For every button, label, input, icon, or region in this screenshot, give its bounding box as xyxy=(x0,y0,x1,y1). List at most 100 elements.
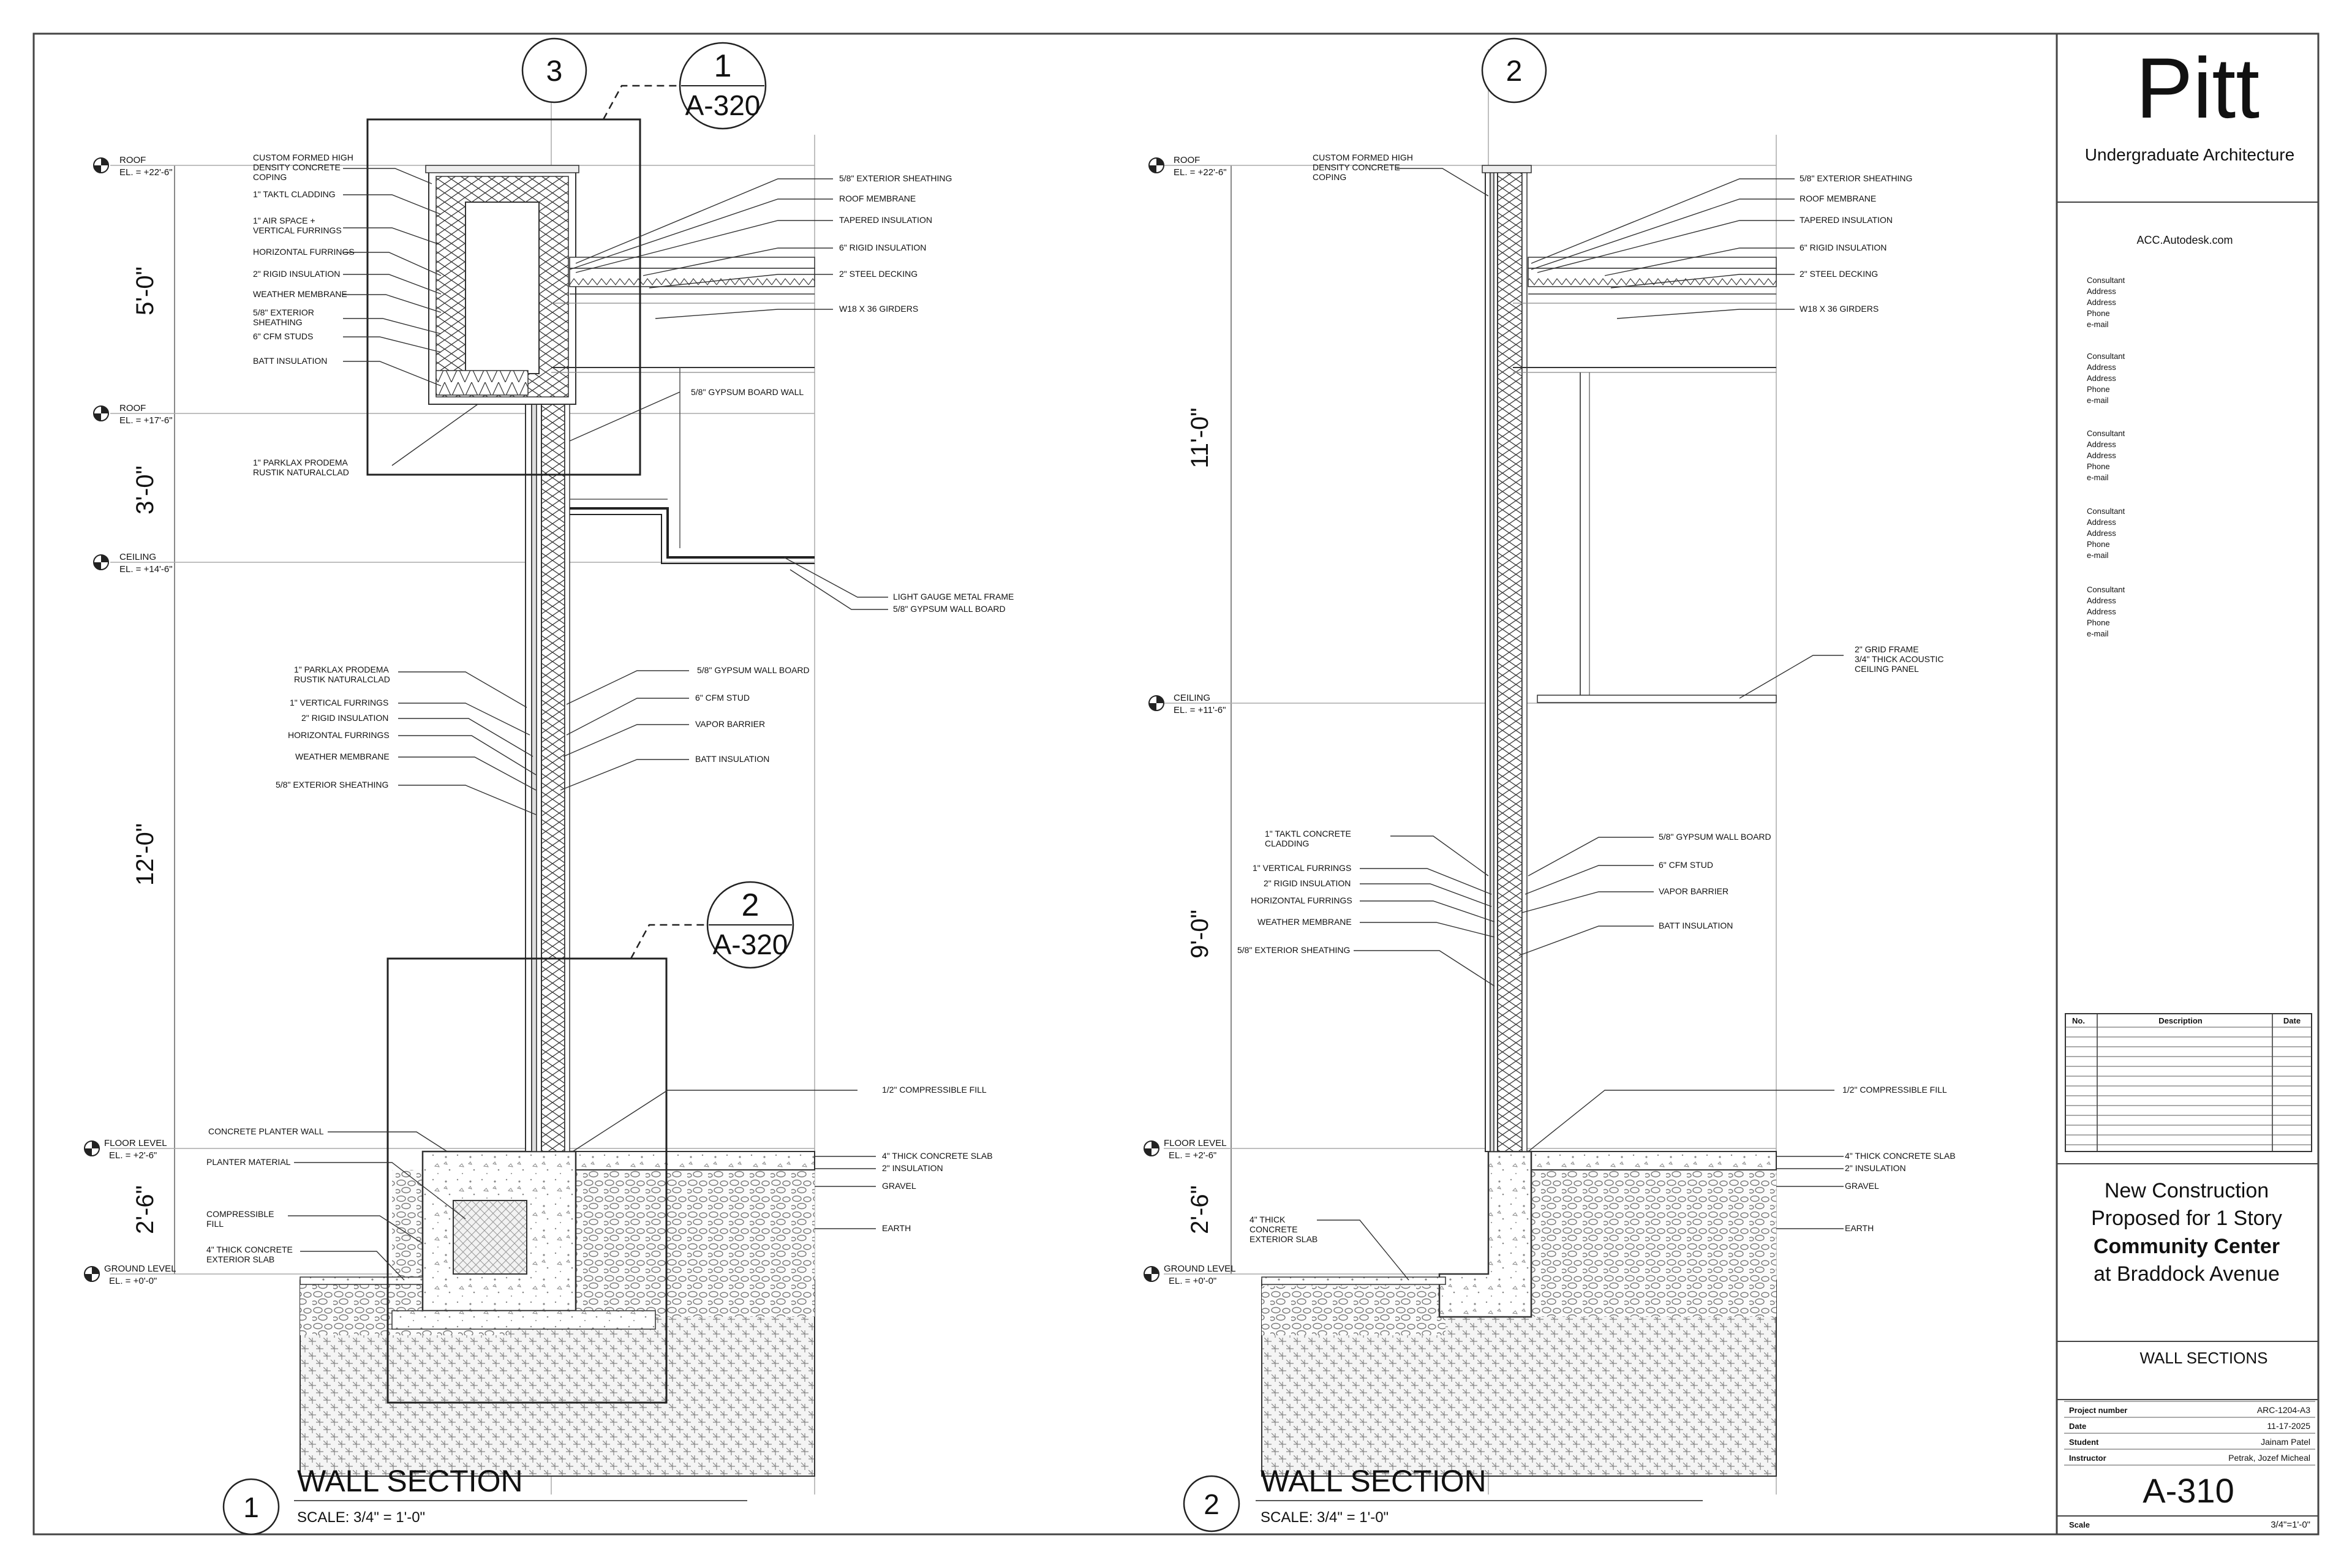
dimension-text: 5'-0" xyxy=(132,266,159,315)
annotation-label: ROOF MEMBRANE xyxy=(1800,194,1876,203)
level-elevation: EL. = +0'-0" xyxy=(109,1276,157,1286)
svg-text:Consultant: Consultant xyxy=(2087,352,2125,361)
svg-text:Address: Address xyxy=(2087,607,2116,616)
detail-callout-number: 2 xyxy=(742,888,760,923)
detail-callout-2-a320[interactable]: 2 A-320 xyxy=(706,881,794,969)
annotation-label: 6" CFM STUD xyxy=(1659,860,1713,870)
annotation-label: CONCRETE PLANTER WALL xyxy=(208,1126,324,1136)
school-name: Pitt xyxy=(2136,40,2260,136)
detail-callout-1-a320[interactable]: 1 A-320 xyxy=(679,42,767,130)
dimension-text: 2'-6" xyxy=(132,1185,159,1234)
annotation-label: 5/8" GYPSUM WALL BOARD xyxy=(893,604,1006,614)
annotation-label: TAPERED INSULATION xyxy=(1800,215,1893,225)
detail-callout-number: 3 xyxy=(546,55,563,88)
annotation-label: 2" RIGID INSULATION xyxy=(1264,878,1351,888)
annotation-label: EARTH xyxy=(882,1223,911,1233)
annotation-label: 5/8" GYPSUM WALL BOARD xyxy=(1659,832,1771,842)
annotation-label: BATT INSULATION xyxy=(695,754,769,764)
svg-text:e-mail: e-mail xyxy=(2087,551,2109,560)
dimension-text: 12'-0" xyxy=(132,823,159,886)
info-value: 11-17-2025 xyxy=(2267,1421,2310,1431)
annotation-label: 2" INSULATION xyxy=(1845,1163,1906,1173)
revision-header-date: Date xyxy=(2283,1016,2301,1025)
info-value: Petrak, Jozef Micheal xyxy=(2228,1453,2310,1463)
annotation-label: 5/8" GYPSUM WALL BOARD xyxy=(697,665,810,675)
svg-text:Consultant: Consultant xyxy=(2087,429,2125,438)
level-elevation: EL. = +2'-6" xyxy=(1169,1150,1216,1161)
level-elevation: EL. = +2'-6" xyxy=(109,1150,157,1161)
svg-text:Consultant: Consultant xyxy=(2087,585,2125,594)
level-name: CEILING xyxy=(1174,693,1210,703)
dimension-text: 11'-0" xyxy=(1186,408,1213,469)
level-name: CEILING xyxy=(119,552,156,562)
svg-text:Address: Address xyxy=(2087,363,2116,372)
annotation-label: 6" RIGID INSULATION xyxy=(1800,243,1887,252)
level-name: FLOOR LEVEL xyxy=(1164,1138,1227,1148)
section-scale: SCALE: 3/4" = 1'-0" xyxy=(297,1509,425,1526)
level-marker-roof: ROOF EL. = +22'-6" xyxy=(93,155,173,178)
scale-value: 3/4"=1'-0" xyxy=(2271,1520,2310,1530)
info-label: Project number xyxy=(2069,1406,2127,1415)
annotation-label: 2" STEEL DECKING xyxy=(839,269,918,279)
level-elevation: EL. = +0'-0" xyxy=(1169,1276,1216,1286)
detail-callout-sheet: A-320 xyxy=(713,929,788,960)
annotation-label: BATT INSULATION xyxy=(1659,921,1733,930)
level-marker-ceiling: CEILING EL. = +11'-6" xyxy=(1148,693,1226,715)
level-marker-ceiling: CEILING EL. = +14'-6" xyxy=(93,552,173,575)
detail-callout-sheet: A-320 xyxy=(685,89,761,121)
project-info-table: Project number ARC-1204-A3 Date 11-17-20… xyxy=(2064,1401,2315,1466)
level-marker-floor: FLOOR LEVEL EL. = +2'-6" xyxy=(84,1138,167,1161)
annotation-label: 1" VERTICAL FURRINGS xyxy=(290,698,388,707)
annotation-label: 1/2" COMPRESSIBLE FILL xyxy=(1842,1085,1947,1095)
scale-label: Scale xyxy=(2069,1520,2090,1529)
info-value: Jainam Patel xyxy=(2261,1437,2310,1447)
level-marker-ground: GROUND LEVEL EL. = +0'-0" xyxy=(84,1264,176,1286)
annotation-label: W18 X 36 GIRDERS xyxy=(1800,304,1879,314)
annotation-label: 2" RIGID INSULATION xyxy=(253,269,340,279)
revision-header-description: Description xyxy=(2158,1016,2203,1025)
level-marker-ground: GROUND LEVEL EL. = +0'-0" xyxy=(1144,1264,1236,1286)
svg-text:Address: Address xyxy=(2087,596,2116,605)
info-label: Instructor xyxy=(2069,1453,2106,1463)
level-marker-roof-low: ROOF EL. = +17'-6" xyxy=(93,403,173,426)
section-number: 1 xyxy=(243,1491,259,1523)
section-1-dimensions: 5'-0" 3'-0" 12'-0" 2'-6" xyxy=(132,266,159,1234)
section-1-levels: ROOF EL. = +22'-6" ROOF EL. = +17'-6" CE… xyxy=(84,155,176,1286)
annotation-label: 2" INSULATION xyxy=(882,1163,943,1173)
wall-section-1 xyxy=(110,49,888,1494)
annotation-label: 1" TAKTL CLADDING xyxy=(253,189,336,199)
svg-text:e-mail: e-mail xyxy=(2087,396,2109,405)
svg-text:Community Center: Community Center xyxy=(2094,1235,2280,1258)
svg-text:Address: Address xyxy=(2087,518,2116,527)
level-elevation: EL. = +17'-6" xyxy=(119,415,173,426)
section-2-top-callout[interactable]: 2 xyxy=(1481,37,1547,104)
svg-text:e-mail: e-mail xyxy=(2087,320,2109,329)
level-elevation: EL. = +22'-6" xyxy=(1174,167,1227,178)
annotation-label: PLANTER MATERIAL xyxy=(206,1157,291,1167)
level-marker-roof: ROOF EL. = +22'-6" xyxy=(1148,155,1227,178)
section-1-title: 1 WALL SECTION SCALE: 3/4" = 1'-0" xyxy=(222,1464,747,1536)
svg-text:New Construction: New Construction xyxy=(2105,1179,2269,1202)
level-elevation: EL. = +22'-6" xyxy=(119,167,173,178)
section-number: 2 xyxy=(1204,1488,1219,1520)
svg-text:Phone: Phone xyxy=(2087,618,2110,627)
level-name: FLOOR LEVEL xyxy=(104,1138,167,1148)
annotation-label: GRAVEL xyxy=(1845,1181,1879,1191)
annotation-label: 4" THICK CONCRETE SLAB xyxy=(882,1151,993,1161)
section-number-bubble xyxy=(222,1478,280,1536)
level-name: GROUND LEVEL xyxy=(1164,1264,1236,1274)
section-scale: SCALE: 3/4" = 1'-0" xyxy=(1261,1509,1389,1526)
detail-callout-3[interactable]: 3 xyxy=(521,37,587,104)
svg-text:Consultant: Consultant xyxy=(2087,276,2125,285)
